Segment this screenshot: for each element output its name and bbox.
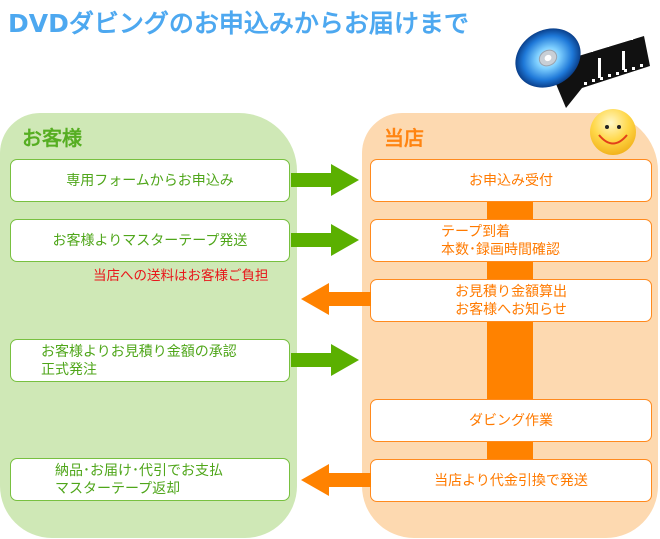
customer-step-approve-order: お客様よりお見積り金額の承認 正式発注 <box>10 339 290 382</box>
step-label: ダビング作業 <box>469 412 553 429</box>
arrow-right-icon <box>291 224 359 256</box>
step-label: お見積り金額算出 お客様へお知らせ <box>455 283 567 318</box>
arrow-left-icon <box>301 464 371 496</box>
customer-step-receive-delivery: 納品･お届け･代引でお支払 マスターテープ返却 <box>10 458 290 501</box>
step-label: 専用フォームからお申込み <box>66 172 234 189</box>
page-title: DVDダビングのお申込みからお届けまで <box>8 9 469 38</box>
arrow-right-icon <box>291 164 359 196</box>
smiley-face-icon <box>590 109 636 155</box>
customer-lane-title: お客様 <box>22 126 82 150</box>
step-label: お申込み受付 <box>469 172 553 189</box>
customer-step-apply: 専用フォームからお申込み <box>10 159 290 202</box>
step-label: 当店より代金引換で発送 <box>434 472 588 489</box>
step-label: お客様よりお見積り金額の承認 正式発注 <box>41 343 237 378</box>
film-strip-icon <box>556 36 650 108</box>
shipping-cost-note: 当店への送料はお客様ご負担 <box>93 268 269 284</box>
arrow-right-icon <box>291 344 359 376</box>
step-label: 納品･お届け･代引でお支払 マスターテープ返却 <box>55 462 223 497</box>
arrow-left-icon <box>301 283 371 315</box>
shop-step-estimate: お見積り金額算出 お客様へお知らせ <box>370 279 652 322</box>
step-label: お客様よりマスターテープ発送 <box>52 232 248 249</box>
shop-flow-connector <box>487 440 533 462</box>
shop-step-dubbing: ダビング作業 <box>370 399 652 442</box>
shop-step-tape-arrival: テープ到着 本数･録画時間確認 <box>370 219 652 262</box>
step-label: テープ到着 本数･録画時間確認 <box>441 223 560 258</box>
dvd-disc-icon <box>515 28 581 88</box>
dvd-disc-and-film-icon <box>515 28 650 108</box>
shop-lane-title: 当店 <box>384 126 424 150</box>
shop-step-ship-cod: 当店より代金引換で発送 <box>370 459 652 502</box>
customer-step-send-tape: お客様よりマスターテープ発送 <box>10 219 290 262</box>
shop-step-accept: お申込み受付 <box>370 159 652 202</box>
